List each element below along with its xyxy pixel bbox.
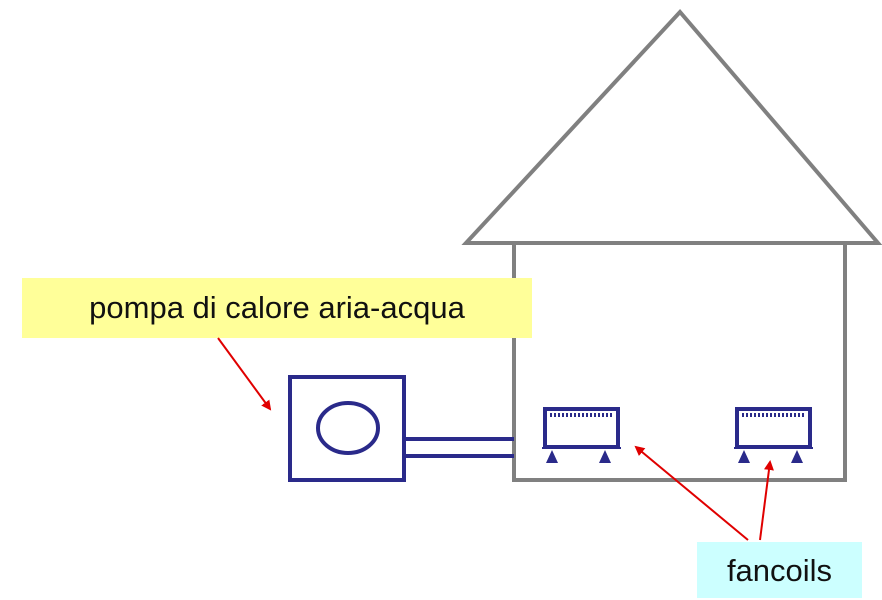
heat-pump-label-text: pompa di calore aria-acqua xyxy=(89,290,465,325)
arrow-to-fancoil-2 xyxy=(759,460,774,541)
arrow-to-fancoil-1 xyxy=(634,445,749,541)
house-roof xyxy=(461,8,882,245)
fancoils-label-text: fancoils xyxy=(726,553,833,588)
heat-pump-label-background xyxy=(22,278,532,338)
fancoil-unit-2 xyxy=(734,407,813,463)
water-pipes xyxy=(404,437,514,458)
heat-pump-fan-icon xyxy=(316,401,380,455)
heat-pump-label: pompa di calore aria-acqua xyxy=(22,278,532,338)
fancoils-label: fancoils xyxy=(697,542,862,600)
arrow-to-heat-pump xyxy=(217,337,272,411)
pointer-arrows xyxy=(217,337,774,541)
house-walls xyxy=(512,243,847,482)
heat-pump-unit xyxy=(288,375,406,482)
house xyxy=(461,8,882,482)
fancoils-label-background xyxy=(697,542,862,598)
fancoil-unit-1 xyxy=(542,407,621,463)
heat-pump-box xyxy=(288,375,406,482)
